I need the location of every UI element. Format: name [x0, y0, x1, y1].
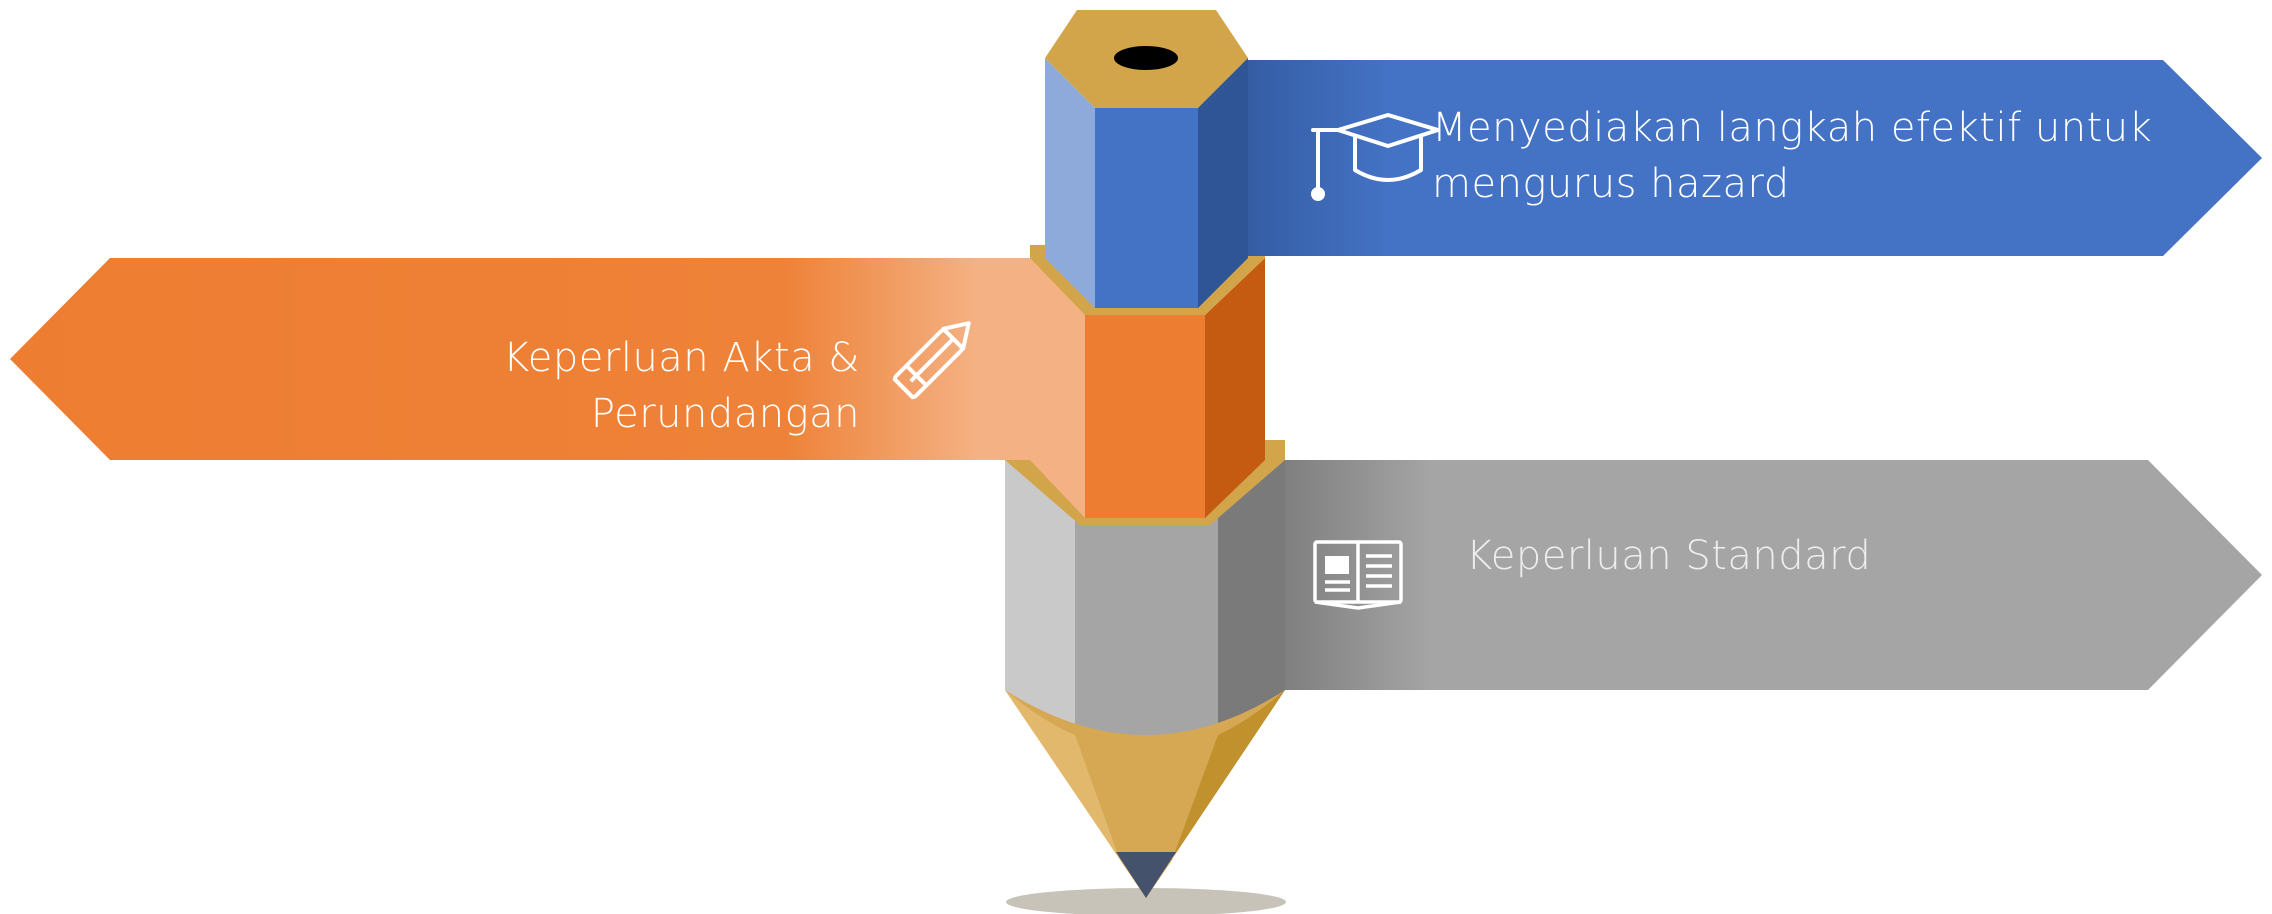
pencil-tip — [1005, 690, 1285, 898]
banner-top-line1: Menyediakan langkah efektif untuk — [1432, 105, 2153, 151]
open-book-icon — [1313, 540, 1403, 610]
pencil-segment-grey — [1005, 460, 1285, 750]
banner-top — [1195, 60, 2262, 256]
banner-top-line2: mengurus hazard — [1432, 161, 1790, 207]
pencil-shadow — [1006, 888, 1286, 914]
pencil-segment-blue — [1045, 10, 1248, 308]
banner-bottom — [1285, 460, 2262, 690]
pencil-icon — [892, 321, 971, 400]
banner-middle — [10, 258, 1085, 460]
banner-top-label: Menyediakan langkah efektif untuk mengur… — [1432, 100, 2192, 212]
pencil-eraser-hole — [1114, 46, 1178, 70]
graduation-cap-icon — [1311, 113, 1440, 201]
banner-bottom-label: Keperluan Standard — [1466, 533, 1872, 579]
banner-middle-label: Keperluan Akta & Perundangan — [503, 335, 860, 437]
